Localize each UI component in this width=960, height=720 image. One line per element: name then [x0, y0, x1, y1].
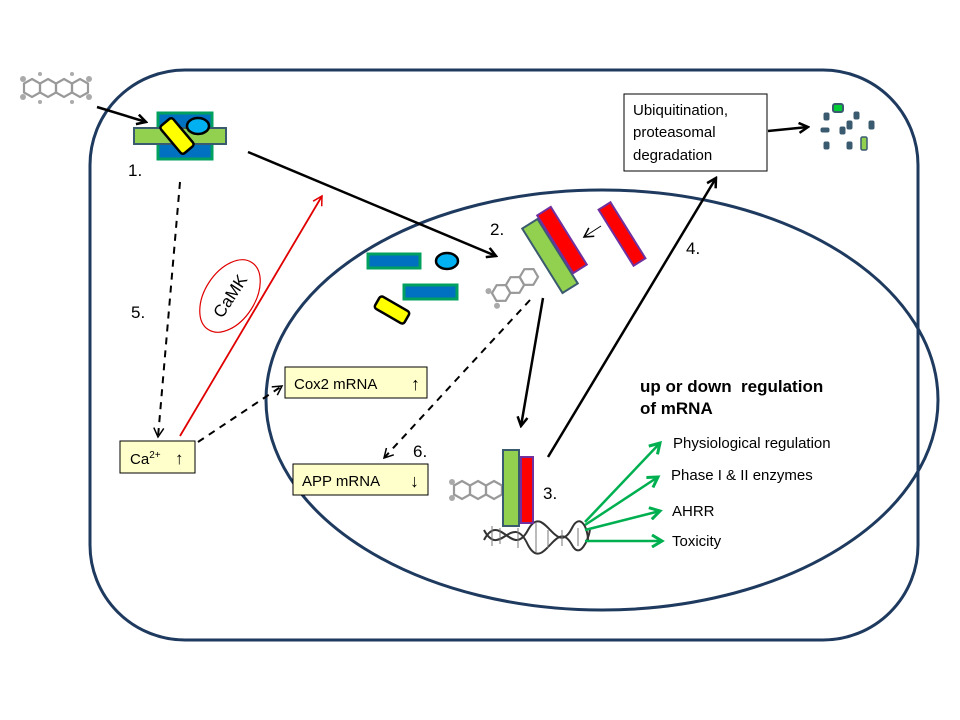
- binding-arrow: [582, 225, 602, 238]
- step-6-label: 6.: [413, 442, 427, 461]
- cyan-cochaperone: [185, 116, 211, 136]
- complex-to-dna-arrow: [521, 297, 545, 426]
- outcome-ahrr: AHRR: [672, 503, 715, 520]
- step-3-label: 3.: [543, 484, 557, 503]
- free-yellow-chaperone: [373, 295, 411, 325]
- camk-arrow: [179, 194, 323, 437]
- dna-double-helix-icon: [483, 520, 591, 555]
- calcium-text: Ca: [130, 451, 150, 468]
- app-mrna-box: APP mRNA ↓: [292, 463, 429, 496]
- ligand-entry-arrow: [96, 105, 146, 122]
- degradation-line-2: proteasomal: [633, 124, 716, 141]
- camk-label: CaMK: [210, 271, 252, 322]
- yellow-chaperone: [159, 117, 195, 155]
- degradation-output-arrow: [767, 127, 808, 131]
- outcome-arrow-phase-enzymes: [584, 477, 658, 527]
- outcome-toxicity: Toxicity: [672, 533, 722, 550]
- arnt-partner-dna-bound: [520, 456, 534, 524]
- step-5-label: 5.: [131, 303, 145, 322]
- arnt-partner-free: [597, 200, 647, 268]
- step-4-label: 4.: [686, 239, 700, 258]
- calcium-superscript: 2+: [149, 450, 161, 461]
- outcome-arrow-physiological: [584, 443, 660, 523]
- nucleus-membrane: [264, 188, 940, 612]
- degradation-line-1: Ubiquitination,: [633, 102, 728, 119]
- arnt-partner-bound: [535, 205, 589, 275]
- degradation-line-3: degradation: [633, 147, 712, 164]
- camk-label-group: CaMK: [199, 259, 261, 333]
- cox2-up-arrow: ↑: [411, 374, 420, 394]
- calcium-to-cox2-arrow: [197, 385, 284, 443]
- dna-ligand-molecule-icon: [449, 479, 520, 501]
- free-cyan-cochaperone: [434, 251, 460, 271]
- regulation-heading-line-2: of mRNA: [640, 399, 713, 418]
- outcome-physiological-regulation: Physiological regulation: [673, 435, 831, 452]
- ahr-receptor-nuclear: [520, 217, 580, 295]
- step-1-label: 1.: [128, 161, 142, 180]
- regulation-heading-line-1: up or down regulation: [640, 377, 823, 396]
- step-5-dashed-arrow: [153, 181, 181, 439]
- free-chaperone-blue-1: [366, 252, 422, 270]
- app-down-arrow: ↓: [410, 471, 419, 491]
- ahr-receptor-dna-bound: [502, 449, 520, 527]
- app-text: APP mRNA: [302, 473, 380, 490]
- svg-text:Ca2+: Ca2+: [130, 450, 161, 468]
- degradation-box: Ubiquitination, proteasomal degradation: [623, 93, 768, 172]
- translocation-arrow: [247, 150, 496, 256]
- nuclear-ligand-molecule-icon: [485, 264, 542, 309]
- step-2-label: 2.: [490, 220, 504, 239]
- cox2-mrna-box: Cox2 mRNA ↑: [284, 366, 428, 399]
- calcium-up-arrow: ↑: [175, 449, 184, 468]
- cytoplasmic-ahr-complex: [133, 111, 227, 161]
- degraded-fragments-icon: [820, 103, 875, 151]
- step-4-degradation-arrow: [546, 178, 716, 458]
- cell-membrane: [88, 68, 920, 642]
- cox2-text: Cox2 mRNA: [294, 376, 377, 393]
- ligand-molecule-icon: [20, 72, 92, 104]
- outcome-phase-enzymes: Phase I & II enzymes: [671, 467, 813, 484]
- free-chaperone-blue-2: [402, 283, 459, 301]
- outcome-arrow-ahrr: [584, 511, 660, 532]
- step-6-dashed-arrow: [382, 299, 531, 460]
- calcium-box: Ca2+ ↑: [119, 440, 196, 474]
